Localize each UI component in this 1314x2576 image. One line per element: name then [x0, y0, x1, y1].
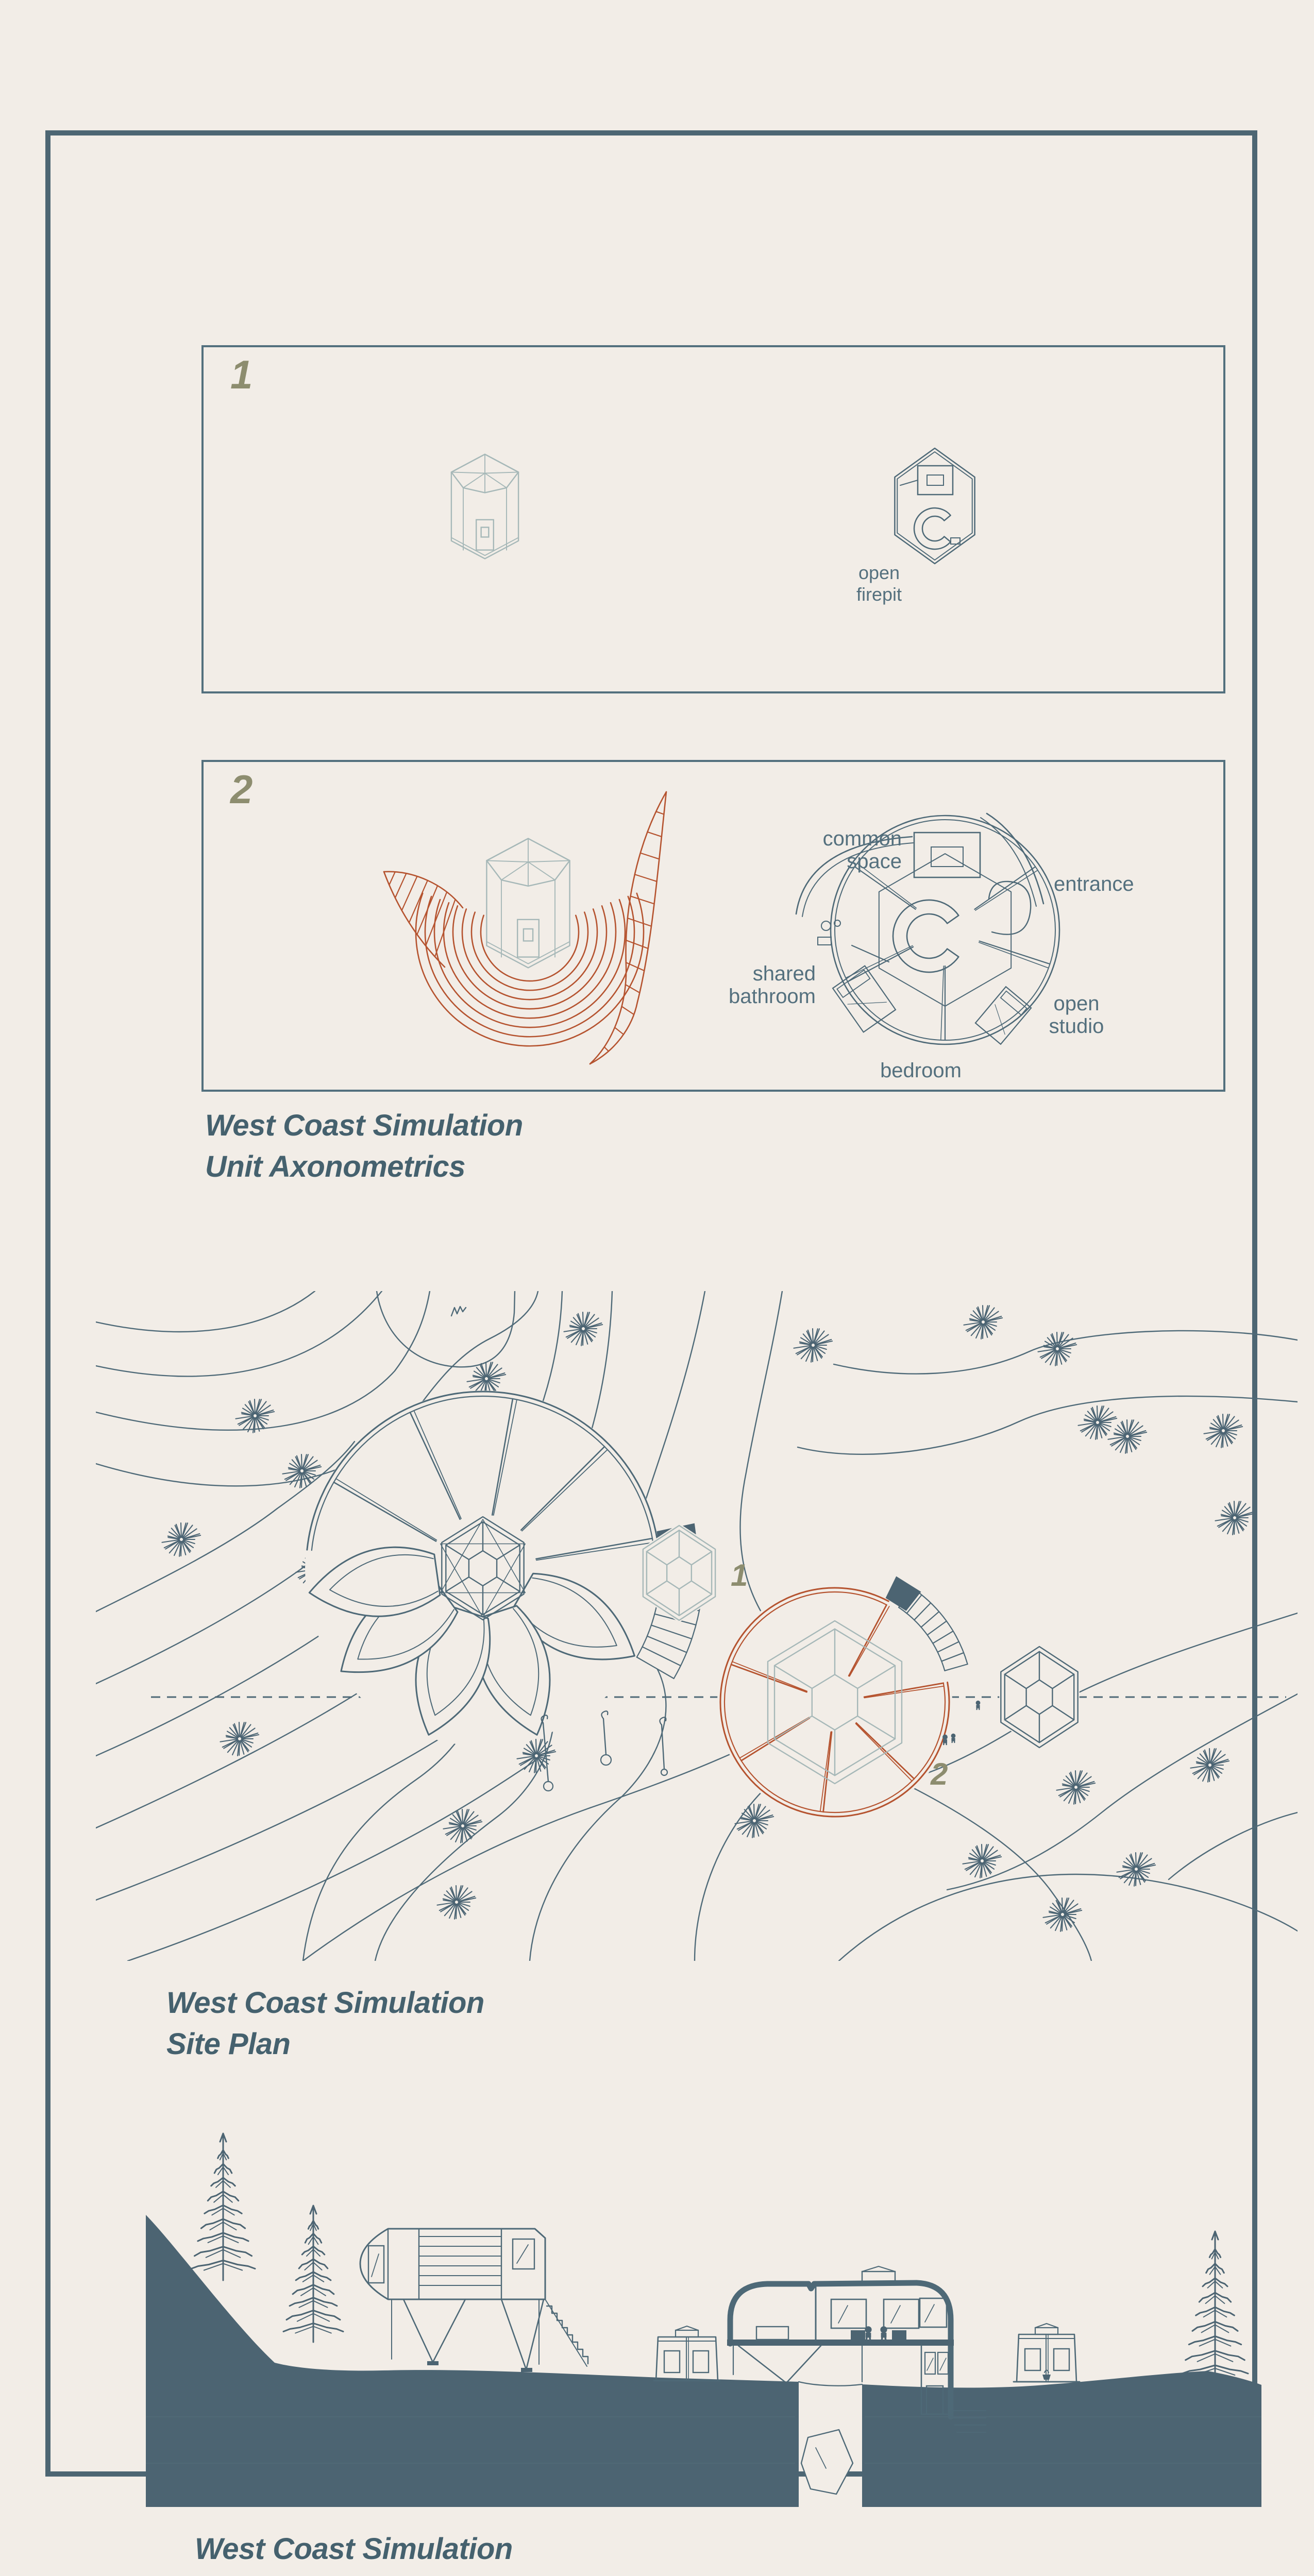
section-pine-trees — [190, 2132, 1249, 2387]
caption-site-line2: Site Plan — [166, 2027, 291, 2061]
caption-section-line2: Section — [195, 2570, 513, 2576]
open-firepit-label-line1: open — [858, 562, 900, 583]
site-hex-unit-a — [641, 1523, 717, 1622]
panel-unit-1: 1 open firepit — [201, 345, 1225, 693]
panel-1-number: 1 — [230, 352, 253, 397]
site-marker-1: 1 — [731, 1558, 748, 1592]
section-elevated-unit — [359, 2228, 589, 2372]
unit-2-fan-building-plan — [717, 1576, 968, 1820]
entrance-label: entrance — [1054, 873, 1134, 895]
common-space-label-line1: common — [823, 827, 902, 850]
caption-site-line1: West Coast Simulation — [166, 1986, 484, 2020]
unit-2-axonometric-drawing — [383, 791, 667, 1065]
section-hut-left — [653, 2325, 721, 2382]
caption-unit-axonometrics: West Coast Simulation Unit Axonometrics — [205, 1105, 523, 1188]
shared-bathroom-label-line2: bathroom — [729, 985, 816, 1008]
bedroom-label: bedroom — [880, 1059, 962, 1082]
unit-1-axonometric-drawing — [450, 453, 519, 560]
site-marker-2: 2 — [930, 1757, 948, 1791]
panel-unit-2: 2 common space entrance shared bathroom … — [201, 760, 1225, 1092]
unit-2-drawings: common space entrance shared bathroom op… — [383, 791, 1134, 1082]
section-terrain — [146, 2215, 1261, 2507]
section-drawing — [146, 2132, 1261, 2507]
site-plan-drawing: 1 2 — [96, 1291, 1298, 1961]
caption-site-plan: West Coast Simulation Site Plan — [166, 1982, 484, 2065]
tiny-people-figures — [942, 1700, 981, 1745]
unit-1-cluster-building-plan — [305, 1391, 704, 1746]
north-arrow-sketch — [450, 1306, 467, 1317]
unit-1-drawings: open firepit — [450, 447, 975, 605]
poster-frame: 1 open firepit 2 common space entrance s… — [45, 130, 1298, 2576]
caption-section-line1: West Coast Simulation — [195, 2532, 513, 2566]
caption-section: West Coast Simulation Section — [195, 2529, 513, 2576]
unit-1-plan-drawing — [894, 447, 975, 565]
section-excavation-pit — [798, 2381, 863, 2495]
topographic-contours — [96, 1291, 1298, 1961]
open-studio-label-line1: open — [1054, 992, 1100, 1015]
panel-2-number: 2 — [230, 767, 253, 812]
caption-axon-line2: Unit Axonometrics — [205, 1150, 465, 1183]
caption-axon-line1: West Coast Simulation — [205, 1109, 523, 1142]
section-hut-right — [1013, 2323, 1081, 2383]
section-main-building-cut — [727, 2265, 987, 2433]
survey-stakes — [541, 1710, 668, 1792]
open-firepit-label-line2: firepit — [856, 584, 902, 605]
shared-bathroom-label-line1: shared — [753, 962, 816, 985]
common-space-label-line2: space — [847, 850, 902, 873]
open-studio-label-line2: studio — [1049, 1015, 1104, 1038]
site-hex-unit-b — [999, 1645, 1080, 1750]
unit-2-plan-drawing — [795, 812, 1060, 1045]
